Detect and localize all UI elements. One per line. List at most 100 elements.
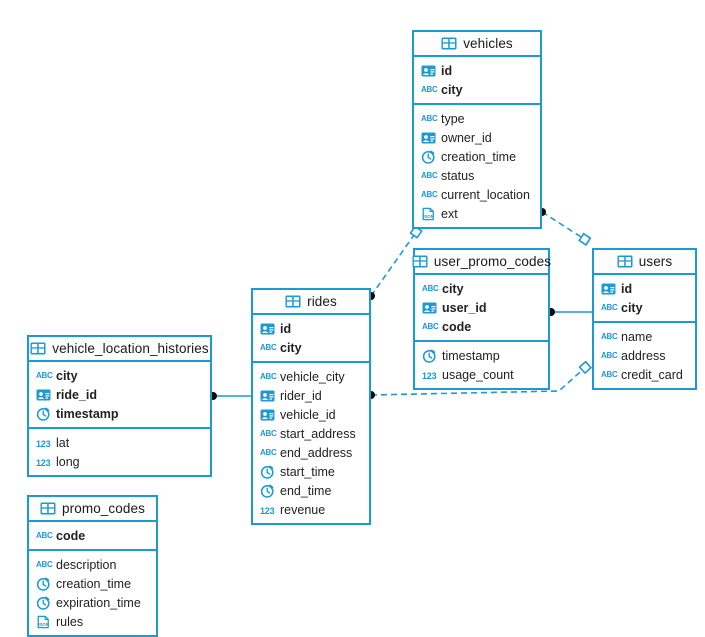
abc-string-type-icon: ABC <box>422 321 439 331</box>
column-row[interactable]: end_time <box>253 481 369 500</box>
abc-string-type-icon: ABC <box>421 189 438 199</box>
column-row[interactable]: user_id <box>415 298 548 317</box>
table-name-label: vehicle_location_histories <box>52 341 209 356</box>
abc-string-type-icon: ABC <box>421 113 438 123</box>
table-grid-icon <box>30 342 46 355</box>
column-row[interactable]: 123 lat <box>29 433 210 452</box>
json-document-type-icon: JSON <box>36 615 51 629</box>
table-header-promo_codes[interactable]: promo_codes <box>29 497 156 522</box>
123-number-type-icon: 123 <box>36 457 51 468</box>
relationship-vehicle_location_histories-to-rides[interactable] <box>209 392 251 400</box>
column-row[interactable]: creation_time <box>414 147 540 166</box>
table-header-vehicles[interactable]: vehicles <box>414 32 540 57</box>
123-number-type-icon: 123 <box>422 370 437 381</box>
123-number-type-icon: 123 <box>36 438 51 449</box>
column-name-label: city <box>56 368 78 383</box>
column-name-label: current_location <box>441 187 530 202</box>
column-row[interactable]: expiration_time <box>29 593 156 612</box>
column-row[interactable]: timestamp <box>29 404 210 423</box>
column-row[interactable]: start_time <box>253 462 369 481</box>
clock-timestamp-type-icon <box>36 577 51 591</box>
clock-timestamp-type-icon <box>260 484 275 498</box>
column-row[interactable]: id <box>253 319 369 338</box>
id-card-type-icon <box>260 322 275 336</box>
table-name-label: user_promo_codes <box>433 254 552 269</box>
abc-string-type-icon: ABC <box>601 302 618 312</box>
id-card-type-icon <box>421 64 436 78</box>
column-name-label: city <box>442 281 464 296</box>
column-name-label: lat <box>56 435 70 450</box>
column-row[interactable]: id <box>594 279 695 298</box>
column-row[interactable]: ride_id <box>29 385 210 404</box>
column-name-label: id <box>280 321 292 336</box>
column-row[interactable]: 123 usage_count <box>415 365 548 384</box>
abc-string-type-icon: ABC <box>421 170 438 180</box>
abc-string-type-icon: ABC <box>36 559 53 569</box>
column-name-label: type <box>441 111 465 126</box>
column-name-label: credit_card <box>621 367 683 382</box>
json-document-type-icon: JSON <box>421 207 436 221</box>
table-name-label: rides <box>307 294 337 309</box>
table-name-label: users <box>638 254 673 269</box>
column-row[interactable]: id <box>414 61 540 80</box>
relationship-user_promo_codes-to-users[interactable] <box>547 308 592 316</box>
relationship-target-square <box>578 360 593 375</box>
relationship-vehicles-to-users[interactable] <box>538 208 592 246</box>
column-name-label: rules <box>56 614 84 629</box>
column-row[interactable]: JSON rules <box>29 612 156 631</box>
table-header-users[interactable]: users <box>594 250 695 275</box>
table-header-vehicle_location_histories[interactable]: vehicle_location_histories <box>29 337 210 362</box>
table-header-rides[interactable]: rides <box>253 290 369 315</box>
column-row[interactable]: rider_id <box>253 386 369 405</box>
column-name-label: timestamp <box>442 348 500 363</box>
column-name-label: timestamp <box>56 406 119 421</box>
id-card-type-icon <box>422 301 437 315</box>
column-row[interactable]: owner_id <box>414 128 540 147</box>
column-name-label: usage_count <box>442 367 514 382</box>
column-row[interactable]: vehicle_id <box>253 405 369 424</box>
svg-text:JSON: JSON <box>422 214 433 219</box>
table-header-user_promo_codes[interactable]: user_promo_codes <box>412 250 552 275</box>
column-row[interactable]: timestamp <box>415 346 548 365</box>
column-name-label: start_time <box>280 464 335 479</box>
abc-string-type-icon: ABC <box>422 283 439 293</box>
table-grid-icon <box>285 295 301 308</box>
column-row[interactable]: creation_time <box>29 574 156 593</box>
column-name-label: city <box>441 82 463 97</box>
abc-string-type-icon: ABC <box>601 331 618 341</box>
column-name-label: expiration_time <box>56 595 141 610</box>
